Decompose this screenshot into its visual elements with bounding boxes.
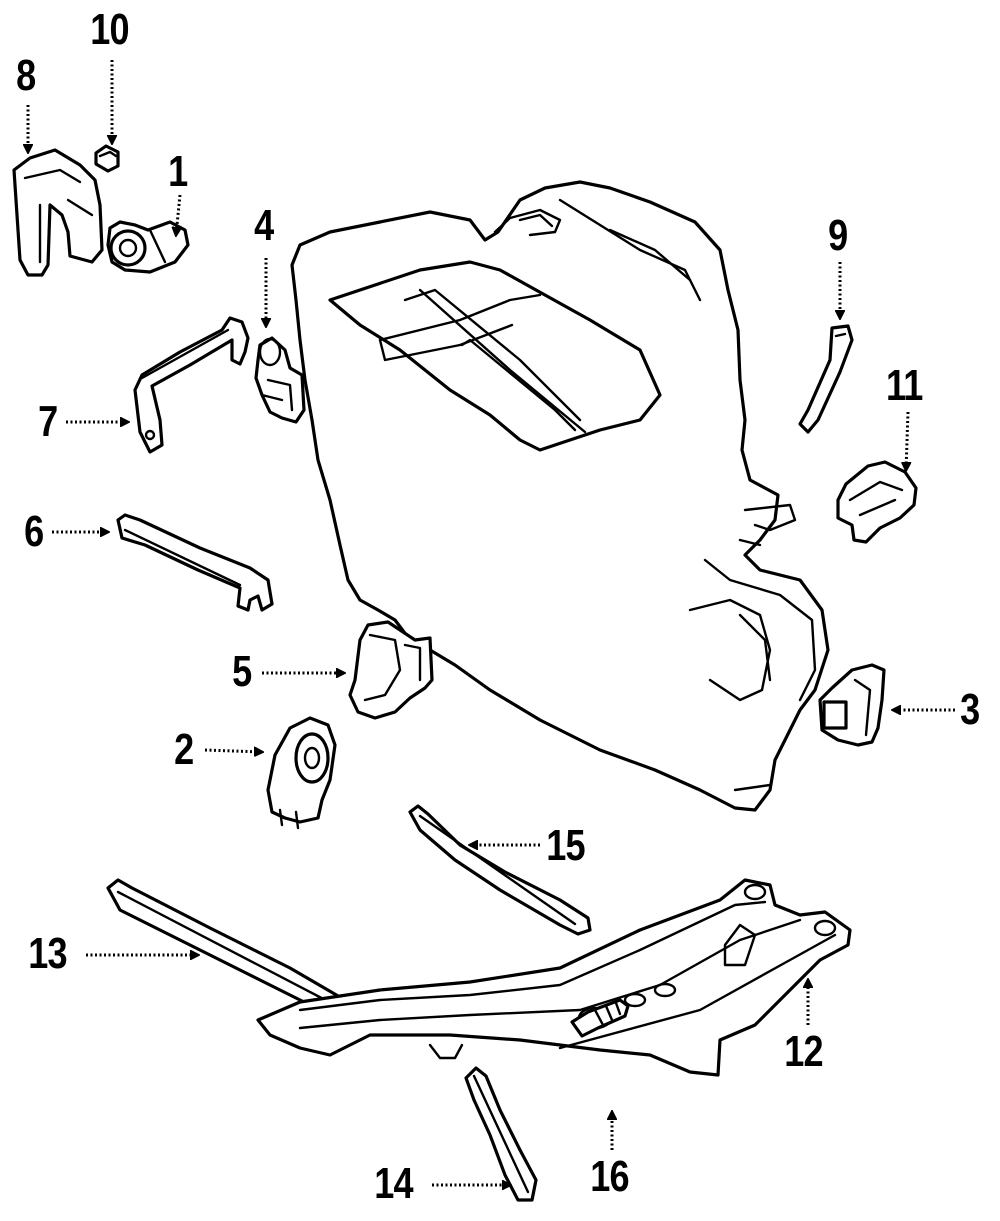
callout-11: 11 (886, 361, 923, 410)
part-15-strut-rod (408, 804, 592, 936)
callout-14: 14 (374, 1159, 413, 1208)
part-5-engine-mount (348, 620, 434, 720)
leader-1 (176, 194, 180, 235)
part-4-engine-mount (254, 336, 306, 424)
leader-2 (204, 750, 262, 752)
callout-15: 15 (546, 821, 585, 870)
part-7-bracket (133, 316, 250, 454)
leader-11 (906, 411, 908, 470)
callout-16: 16 (590, 1152, 629, 1201)
part-13-rod (106, 878, 347, 1017)
callout-12: 12 (784, 1027, 823, 1076)
callout-5: 5 (232, 647, 252, 696)
callout-3: 3 (960, 685, 980, 734)
part-6-bracket (116, 513, 274, 612)
callout-13: 13 (28, 929, 67, 978)
callout-7: 7 (38, 397, 58, 446)
part-12-crossmember (256, 878, 852, 1077)
part-9-strut (798, 324, 854, 434)
callout-6: 6 (24, 507, 44, 556)
part-14-rod (464, 1066, 538, 1202)
part-8-mount-bracket (12, 148, 104, 277)
engine-block (290, 180, 830, 812)
callout-8: 8 (16, 51, 36, 100)
part-1-engine-mount (106, 220, 190, 274)
part-2-engine-mount (266, 716, 337, 830)
part-11-bracket (836, 460, 918, 544)
callout-4: 4 (254, 201, 274, 250)
part-16-bolt (570, 998, 630, 1038)
callout-2: 2 (174, 725, 194, 774)
callout-9: 9 (828, 211, 848, 260)
part-3-engine-mount (818, 663, 886, 747)
callout-1: 1 (168, 147, 188, 196)
callout-10: 10 (90, 5, 129, 54)
leader-lines (28, 60, 955, 1185)
part-10-insulator (94, 144, 120, 173)
